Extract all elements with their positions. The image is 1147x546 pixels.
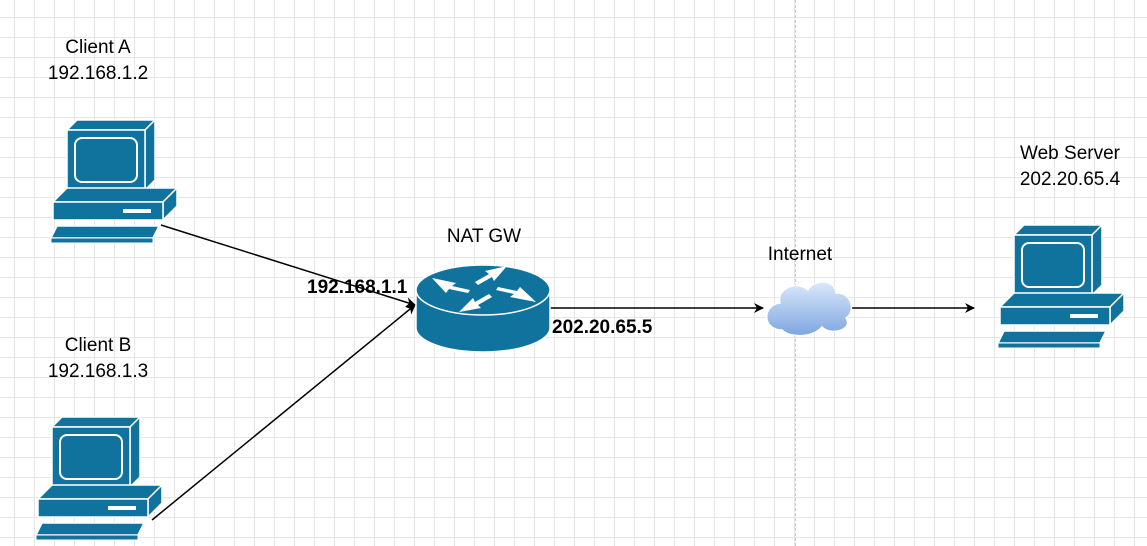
internet-label: Internet [767,244,833,265]
client-a-name: Client A [65,37,131,58]
edge-client-a-to-nat [160,224,416,308]
cloud-icon [766,281,853,337]
edge-client-b-to-nat [151,304,416,521]
nat-wan-ip: 202.20.65.5 [552,317,653,338]
client-b-ip: 192.168.1.3 [47,361,149,382]
web-server-label: Web Server 202.20.65.4 [1020,141,1120,193]
client-b-name: Client B [64,335,132,356]
client-a-ip: 192.168.1.2 [47,63,149,84]
web-server-ip: 202.20.65.4 [1019,169,1121,190]
client-b-label: Client B 192.168.1.3 [48,333,148,385]
desktop-pc-icon [35,416,163,541]
desktop-pc-icon [997,224,1125,349]
nat-lan-ip: 192.168.1.1 [307,277,408,298]
router-icon [415,264,551,353]
nat-gw-name: NAT GW [446,226,522,247]
desktop-pc-icon [50,119,178,244]
client-a-label: Client A 192.168.1.2 [48,35,148,87]
web-server-name: Web Server [1020,143,1120,164]
dashed-divider [795,0,796,546]
